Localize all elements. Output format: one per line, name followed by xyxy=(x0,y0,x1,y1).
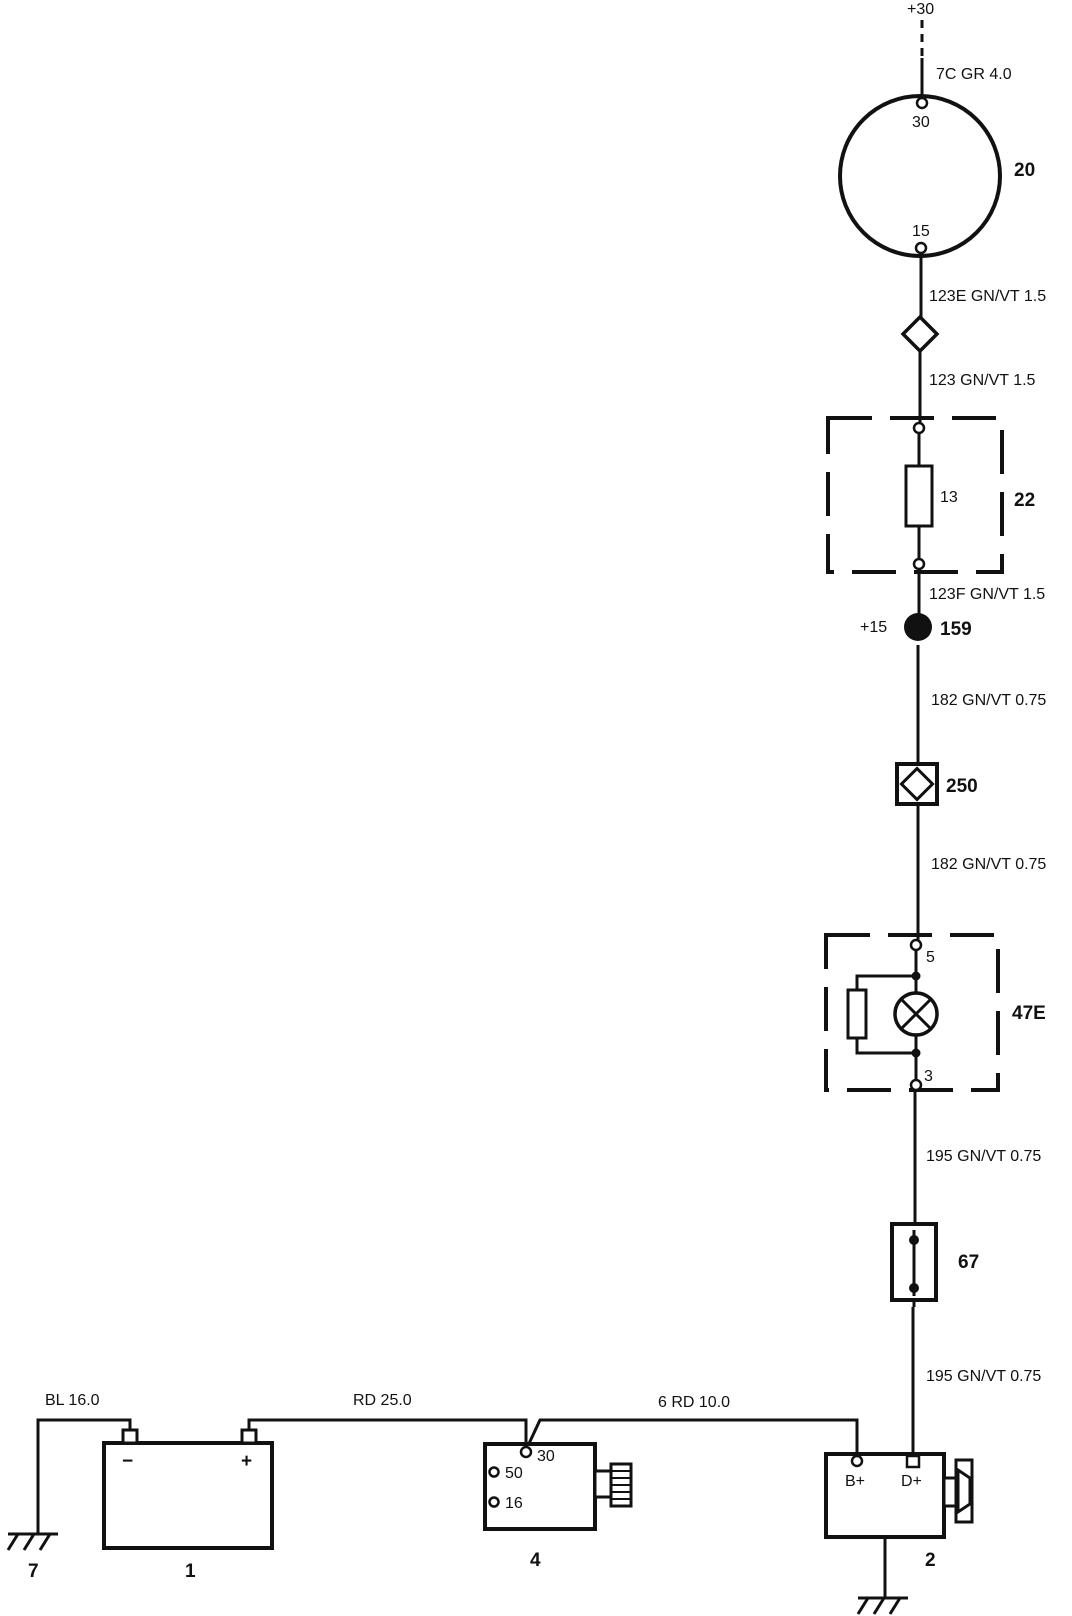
starter-motor-4 xyxy=(483,1442,597,1531)
starter-16-label: 16 xyxy=(505,1495,523,1512)
component-67-label: 67 xyxy=(958,1252,979,1273)
wire-123-label: 123 GN/VT 1.5 xyxy=(929,372,1036,389)
component-4-label: 4 xyxy=(530,1550,541,1571)
warning-lamp-47e xyxy=(824,933,1000,1092)
supply-plus15-label: +15 xyxy=(860,619,887,636)
wire-6-rd-10 xyxy=(524,1418,859,1456)
fuse-terminal-top-icon xyxy=(912,421,926,435)
wire-rd-25-label: RD 25.0 xyxy=(353,1392,412,1409)
ignition-switch-20 xyxy=(838,94,1002,258)
lamp-cross-b xyxy=(899,997,933,1031)
fuse-13-label: 13 xyxy=(940,489,958,506)
terminal-15-icon xyxy=(914,241,928,255)
starter-terminal-50-icon xyxy=(488,1466,500,1478)
terminal-3-label: 3 xyxy=(924,1068,933,1085)
starter-pinion-shaft-icon xyxy=(593,1469,613,1499)
alternator-2 xyxy=(824,1452,946,1539)
terminal-5-label: 5 xyxy=(926,949,935,966)
fuse-13-icon xyxy=(904,464,934,528)
wire-123f-label: 123F GN/VT 1.5 xyxy=(929,586,1045,603)
component-20-label: 20 xyxy=(1014,160,1035,181)
alternator-bplus-terminal-icon xyxy=(850,1454,864,1468)
ground-7-hatch-c xyxy=(38,1533,52,1551)
starter-50-label: 50 xyxy=(505,1465,523,1482)
resistor-bypass-wire xyxy=(855,974,916,990)
component-7-label: 7 xyxy=(28,1561,39,1582)
battery-minus-label: − xyxy=(122,1451,133,1472)
alternator-pulley-icon xyxy=(954,1458,974,1524)
ground-2-hatch-a xyxy=(856,1597,870,1615)
component-1-label: 1 xyxy=(185,1561,196,1582)
fuse-box-22 xyxy=(826,416,1004,574)
wire-bl-16 xyxy=(36,1418,132,1534)
terminal-15-label: 15 xyxy=(912,223,930,240)
component-250-label: 250 xyxy=(946,776,978,797)
ground-7-hatch-b xyxy=(22,1533,36,1551)
ground-2-hatch-b xyxy=(872,1597,886,1615)
connector-diamond-icon xyxy=(900,314,940,354)
starter-terminal-16-icon xyxy=(488,1496,500,1508)
wire-195a-label: 195 GN/VT 0.75 xyxy=(926,1148,1041,1165)
battery-minus-post-icon xyxy=(121,1428,139,1445)
component-22-label: 22 xyxy=(1014,490,1035,511)
fuse-terminal-bottom-icon xyxy=(912,557,926,571)
alternator-dplus-terminal-icon xyxy=(905,1454,921,1469)
battery-1 xyxy=(102,1441,274,1550)
terminal-3-icon xyxy=(909,1078,923,1092)
starter-30-label: 30 xyxy=(537,1448,555,1465)
wire-7c-label: 7C GR 4.0 xyxy=(936,66,1012,83)
alternator-pulley-shaft-icon xyxy=(942,1476,958,1508)
supply-plus30-label: +30 xyxy=(907,1,934,18)
terminal-5-icon xyxy=(909,938,923,952)
connector-250-diamond-icon xyxy=(899,766,935,802)
component-47e-label: 47E xyxy=(1012,1003,1046,1024)
wire-6-rd-10-label: 6 RD 10.0 xyxy=(658,1394,730,1411)
wire-bl-16-label: BL 16.0 xyxy=(45,1392,100,1409)
connector-67-dot-bottom-icon xyxy=(909,1283,919,1293)
wire-195b-label: 195 GN/VT 0.75 xyxy=(926,1368,1041,1385)
battery-plus-label: + xyxy=(241,1451,252,1472)
splice-159-icon xyxy=(904,613,932,641)
alternator-bplus-label: B+ xyxy=(845,1473,865,1490)
terminal-30-label: 30 xyxy=(912,114,930,131)
ground-2-hatch-c xyxy=(888,1597,902,1615)
connector-250 xyxy=(895,762,939,806)
wire-182b-label: 182 GN/VT 0.75 xyxy=(931,856,1046,873)
alternator-dplus-label: D+ xyxy=(901,1473,922,1490)
connector-67-dot-top-icon xyxy=(909,1235,919,1245)
starter-terminal-30-icon xyxy=(519,1445,533,1459)
resistor-icon xyxy=(846,988,868,1040)
component-2-label: 2 xyxy=(925,1550,936,1571)
wire-123e-label: 123E GN/VT 1.5 xyxy=(929,288,1046,305)
battery-plus-post-icon xyxy=(240,1428,258,1445)
wire-rd-25 xyxy=(247,1418,528,1450)
component-159-label: 159 xyxy=(940,619,972,640)
ground-7-hatch-a xyxy=(6,1533,20,1551)
wire-182a-label: 182 GN/VT 0.75 xyxy=(931,692,1046,709)
terminal-30-icon xyxy=(915,96,929,110)
resistor-bypass-wire-bottom xyxy=(855,1038,916,1055)
